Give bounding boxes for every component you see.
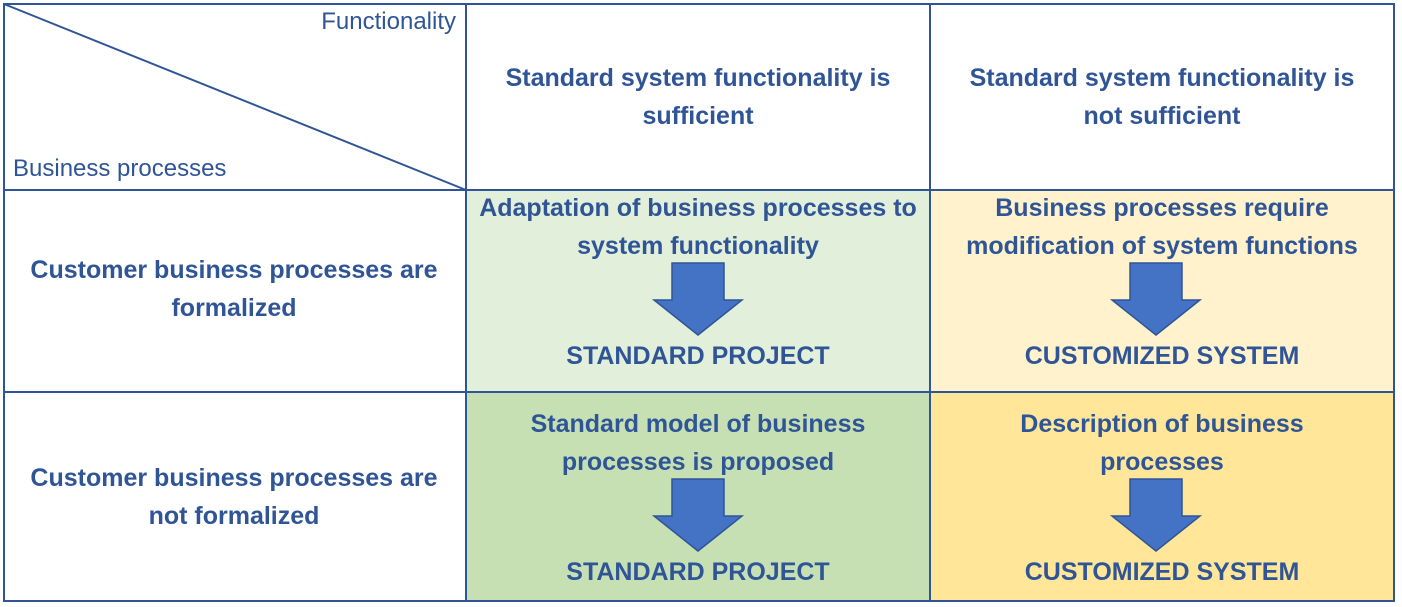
cell-result-r2c2: CUSTOMIZED SYSTEM [1024,558,1300,586]
cell-result-r1c1: STANDARD PROJECT [566,342,830,370]
grid-line-bottom [3,600,1395,602]
grid-line-right [1393,3,1395,602]
cell-title-r1c2: Business processes require modification … [966,194,1358,260]
column-header-sufficient: Standard system functionality is suffici… [505,64,891,130]
cell-title-r2c2: Description of business processes [1020,410,1304,476]
row-header-formalized: Customer business processes are formaliz… [30,256,438,322]
corner-label-functionality: Functionality [321,8,456,35]
grid-line-v1 [465,3,467,602]
down-arrow-icon [1110,262,1202,336]
cell-title-r1c1: Adaptation of business processes to syst… [479,194,917,260]
down-arrow-icon [652,478,744,552]
cell-title-r2c1: Standard model of business processes is … [530,410,866,476]
grid-line-h1 [3,189,1395,191]
down-arrow-icon [652,262,744,336]
grid-line-left [3,3,5,602]
corner-diagonal [3,3,467,191]
grid-line-v2 [929,3,931,602]
row-header-not-formalized: Customer business processes are not form… [30,464,438,530]
grid-line-h2 [3,391,1395,393]
grid-line-top [3,3,1395,5]
cell-result-r1c2: CUSTOMIZED SYSTEM [1024,342,1300,370]
column-header-not-sufficient: Standard system functionality is not suf… [969,64,1355,130]
down-arrow-icon [1110,478,1202,552]
corner-label-business-processes: Business processes [13,155,227,182]
cell-result-r2c1: STANDARD PROJECT [566,558,830,586]
